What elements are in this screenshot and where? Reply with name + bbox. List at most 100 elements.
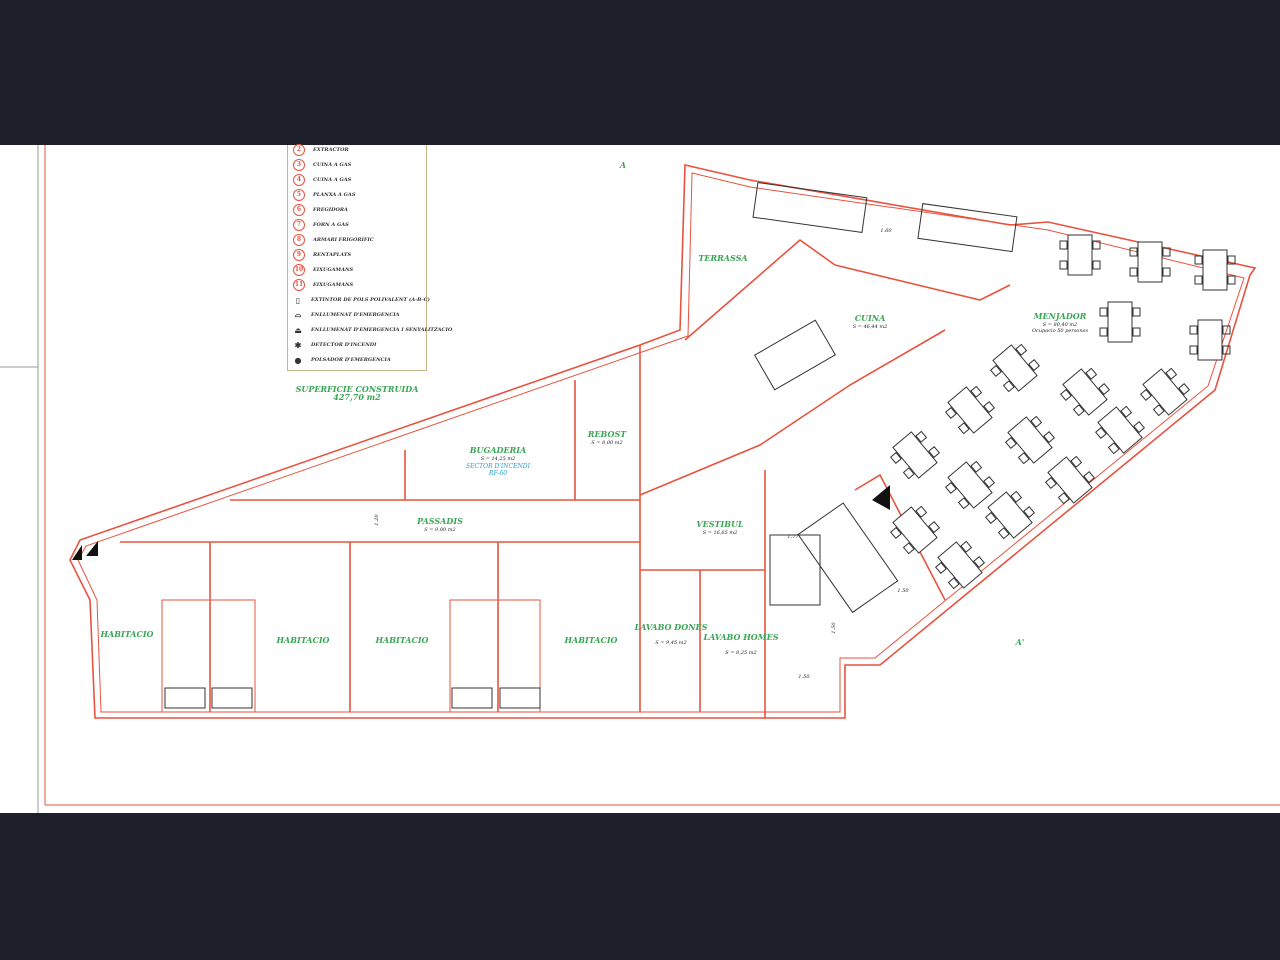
legend-label: FORN A GAS — [313, 221, 349, 228]
room-label-menjador: MENJADOR — [1033, 311, 1087, 321]
dining-table — [934, 540, 986, 590]
dining-table — [1189, 319, 1231, 361]
legend-label: EXTINTOR DE POLS POLIVALENT (A-B-C) — [311, 296, 430, 303]
dining-table — [889, 430, 941, 480]
legend-item: ⌓ ENLLUMENAT D'EMERGENCIA — [288, 307, 400, 322]
dining-table — [1129, 241, 1171, 283]
legend-label: CUINA A GAS — [313, 176, 352, 183]
legend-label: FREGIDORA — [313, 206, 348, 213]
room-area-lavabo-dones: S = 9,45 m2 — [655, 640, 686, 646]
equipment-number-icon: 7 — [293, 218, 305, 231]
equipment-number-icon: 4 — [293, 173, 305, 186]
fire-rating-label: RF-60 — [488, 470, 507, 477]
dining-table — [1099, 301, 1141, 343]
dining-table — [1004, 415, 1056, 465]
dimension-label: 1.20 — [374, 514, 380, 526]
legend-item: 5 PLANXA A GAS — [288, 187, 355, 202]
room-label-lavabo-dones: LAVABO DONES — [634, 622, 708, 632]
legend-label: RENTAPLATS — [313, 251, 352, 258]
legend-item: 7 FORN A GAS — [288, 217, 349, 232]
dining-table — [989, 343, 1041, 393]
legend-label: PLANXA A GAS — [313, 191, 356, 198]
dining-table — [1194, 249, 1236, 291]
emergency-button-icon: ● — [294, 354, 302, 365]
room-label-lavabo-homes: LAVABO HOMES — [703, 632, 779, 642]
legend-label: EIXUGAMANS — [313, 281, 354, 288]
room-label-vestibul: VESTIBUL — [696, 519, 744, 529]
room-area-rebost: S = 8,00 m2 — [591, 440, 622, 446]
dining-table — [1044, 455, 1096, 505]
dimension-label: 1.60 — [880, 228, 892, 234]
floor-plan-sheet: SUPERFICIE CONSTRUIDA 427,70 m2 TERRASSA… — [0, 142, 1280, 813]
section-mark-top: A — [619, 160, 626, 170]
legend-label: EXTRACTOR — [313, 146, 349, 153]
room-label-habitacio-1: HABITACIO — [99, 629, 153, 639]
extinguisher-icon: ▯ — [295, 294, 301, 305]
legend-item: ⏏ ENLLUMENAT D'EMERGENCIA I SENYALITZACIO — [288, 322, 452, 337]
legend-label: ENLLUMENAT D'EMERGENCIA I SENYALITZACIO — [311, 326, 453, 333]
room-area-vestibul: S = 16,65 m2 — [703, 530, 738, 536]
room-label-terrassa: TERRASSA — [698, 253, 747, 263]
fire-sector-label: SECTOR D'INCENDI — [466, 463, 531, 470]
room-label-habitacio-2: HABITACIO — [275, 635, 329, 645]
dimension-label: 1.50 — [798, 674, 810, 680]
summary-title: SUPERFICIE CONSTRUIDA — [296, 384, 419, 394]
legend-item: 10 EIXUGAMANS — [288, 262, 353, 277]
room-area-bugaderia: S = 14,25 m2 — [481, 456, 516, 462]
dining-table — [984, 490, 1036, 540]
equipment-number-icon: 10 — [293, 263, 305, 276]
equipment-number-icon: 6 — [293, 203, 305, 216]
dining-table — [889, 505, 941, 555]
equipment-number-icon: 9 — [293, 248, 305, 261]
section-mark-bottom: A' — [1015, 637, 1025, 647]
legend-item: 3 CUINA A GAS — [288, 157, 351, 172]
dining-table — [1094, 405, 1146, 455]
equipment-number-icon: 8 — [293, 233, 305, 246]
legend-item: 11 EIXUGAMANS — [288, 277, 353, 292]
legend-label: ENLLUMENAT D'EMERGENCIA — [311, 311, 400, 318]
legend-label: EIXUGAMANS — [313, 266, 354, 273]
summary-value: 427,70 m2 — [333, 392, 381, 402]
legend-item: 8 ARMARI FRIGORIFIC — [288, 232, 374, 247]
dimension-label: 1.77 — [787, 534, 799, 540]
dining-table — [944, 385, 996, 435]
room-area-lavabo-homes: S = 8,25 m2 — [725, 650, 756, 656]
room-label-habitacio-4: HABITACIO — [563, 635, 617, 645]
legend-item: 6 FREGIDORA — [288, 202, 348, 217]
equipment-number-icon: 2 — [293, 143, 305, 156]
equipment-number-icon: 11 — [293, 278, 305, 291]
dining-tables — [889, 234, 1236, 590]
dining-table — [1059, 367, 1111, 417]
equipment-number-icon: 5 — [293, 188, 305, 201]
room-area-passadis: S = 9,00 m2 — [424, 527, 455, 533]
legend-label: DETECTOR D'INCENDI — [311, 341, 377, 348]
room-label-bugaderia: BUGADERIA — [469, 445, 526, 455]
emergency-sign-light-icon: ⏏ — [294, 324, 302, 335]
room-occupancy-menjador: Ocupacio 50 persones — [1032, 328, 1089, 334]
legend-item: ✱ DETECTOR D'INCENDI — [288, 337, 377, 352]
equipment-number-icon: 3 — [293, 158, 305, 171]
legend-item: ● POLSADOR D'EMERGENCIA — [288, 352, 391, 367]
room-label-habitacio-3: HABITACIO — [374, 635, 428, 645]
room-label-cuina: CUINA — [855, 313, 886, 323]
legend-item: ▯ EXTINTOR DE POLS POLIVALENT (A-B-C) — [288, 292, 430, 307]
interior-walls — [72, 181, 1018, 718]
floor-plan-drawing: SUPERFICIE CONSTRUIDA 427,70 m2 TERRASSA… — [0, 145, 1280, 813]
room-label-passadis: PASSADIS — [416, 516, 463, 526]
dining-table — [1139, 367, 1191, 417]
legend-item: 9 RENTAPLATS — [288, 247, 351, 262]
room-area-cuina: S = 46,44 m2 — [853, 324, 888, 330]
dimension-label: 1.50 — [897, 588, 909, 594]
emergency-light-icon: ⌓ — [294, 309, 302, 319]
legend-label: POLSADOR D'EMERGENCIA — [311, 356, 391, 363]
legend-item: 4 CUINA A GAS — [288, 172, 351, 187]
room-label-rebost: REBOST — [587, 429, 627, 439]
legend-label: ARMARI FRIGORIFIC — [313, 236, 374, 243]
room-area-menjador: S = 80,40 m2 — [1043, 322, 1078, 328]
legend-item: 2 EXTRACTOR — [288, 142, 349, 157]
dining-table — [1059, 234, 1101, 276]
legend-label: CUINA A GAS — [313, 161, 352, 168]
fire-detector-icon: ✱ — [294, 339, 302, 350]
dining-table — [944, 460, 996, 510]
